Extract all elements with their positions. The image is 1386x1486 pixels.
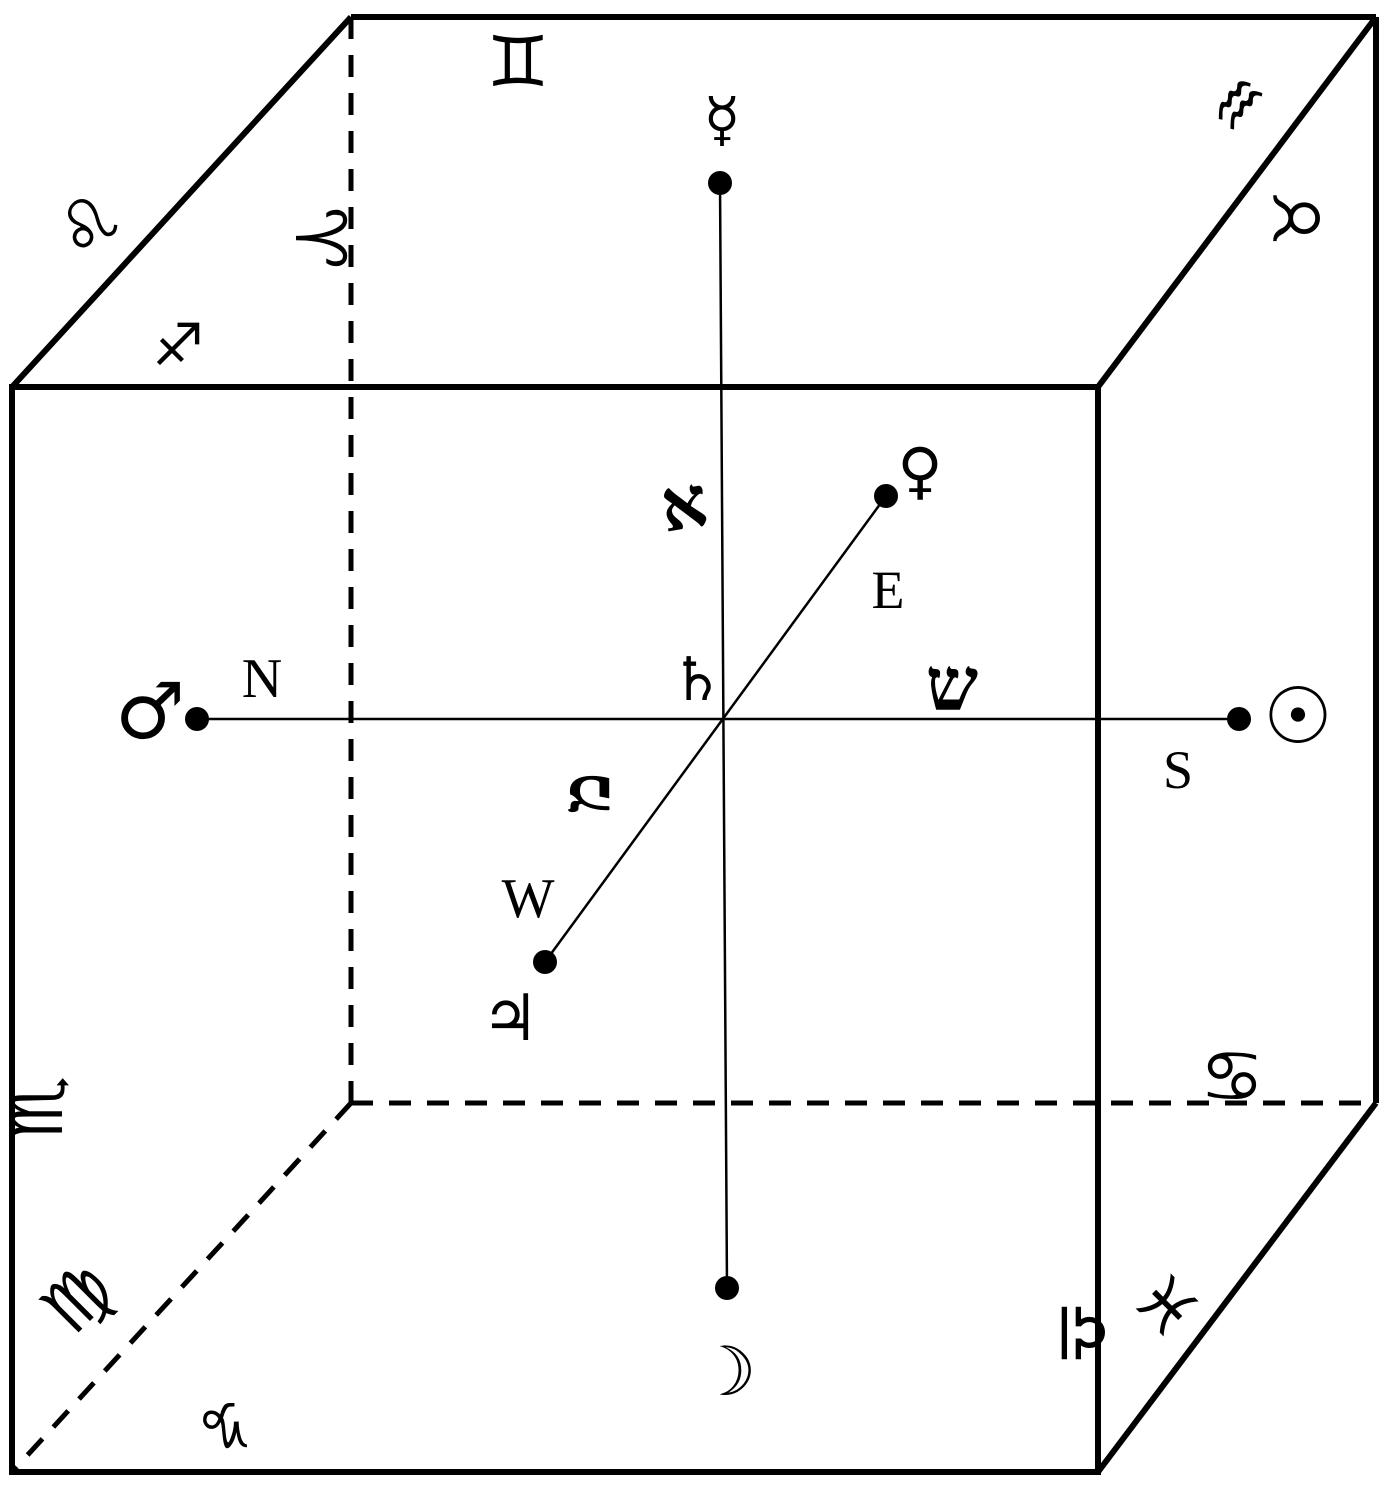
direction-west: W bbox=[502, 868, 555, 930]
dot-venus bbox=[874, 484, 898, 508]
venus-symbol: ♀ bbox=[897, 434, 942, 507]
sagittarius-symbol: ♐ bbox=[152, 311, 204, 379]
cancer-symbol: ♋ bbox=[1200, 1033, 1265, 1117]
hidden-edge-bottom-left-diagonal bbox=[10, 1101, 353, 1474]
scorpio-symbol: ♏ bbox=[0, 1076, 79, 1141]
gemini-symbol: ♊ bbox=[487, 21, 550, 103]
dot-moon bbox=[715, 1276, 739, 1300]
aries-symbol: ♈ bbox=[279, 207, 361, 270]
axis-east-west bbox=[543, 495, 888, 963]
libra-symbol: ♎ bbox=[1041, 1301, 1125, 1366]
direction-north: N bbox=[242, 648, 282, 710]
dot-sun bbox=[1227, 707, 1251, 731]
edge-top-right-diagonal bbox=[1095, 15, 1379, 389]
virgo-symbol: ♍ bbox=[25, 1246, 130, 1351]
pisces-symbol: ♓ bbox=[1119, 1254, 1218, 1353]
edge-top-left-diagonal bbox=[9, 14, 354, 390]
saturn-symbol: ♄ bbox=[670, 645, 724, 715]
axis-vertical bbox=[718, 182, 729, 1289]
direction-east: E bbox=[872, 560, 905, 620]
hebrew-shin: ש bbox=[926, 642, 978, 728]
jupiter-symbol: ♃ bbox=[481, 982, 538, 1056]
dot-mercury bbox=[708, 171, 732, 195]
front-face bbox=[9, 384, 1101, 1475]
capricorn-symbol: ♑ bbox=[197, 1388, 253, 1461]
moon-symbol: ☽ bbox=[696, 1333, 757, 1412]
aquarius-symbol: ♒ bbox=[1190, 57, 1287, 152]
mercury-symbol: ☿ bbox=[704, 85, 741, 155]
sun-symbol: ☉ bbox=[1263, 672, 1333, 762]
hebrew-aleph: א bbox=[653, 457, 713, 549]
direction-south: S bbox=[1163, 740, 1193, 800]
dot-jupiter bbox=[533, 950, 557, 974]
edge-bottom-right-diagonal bbox=[1095, 1101, 1379, 1474]
dot-mars bbox=[185, 707, 209, 731]
mars-symbol: ♂ bbox=[115, 667, 185, 757]
taurus-symbol: ♉ bbox=[1262, 189, 1336, 246]
hebrew-mem: מ bbox=[543, 772, 626, 814]
